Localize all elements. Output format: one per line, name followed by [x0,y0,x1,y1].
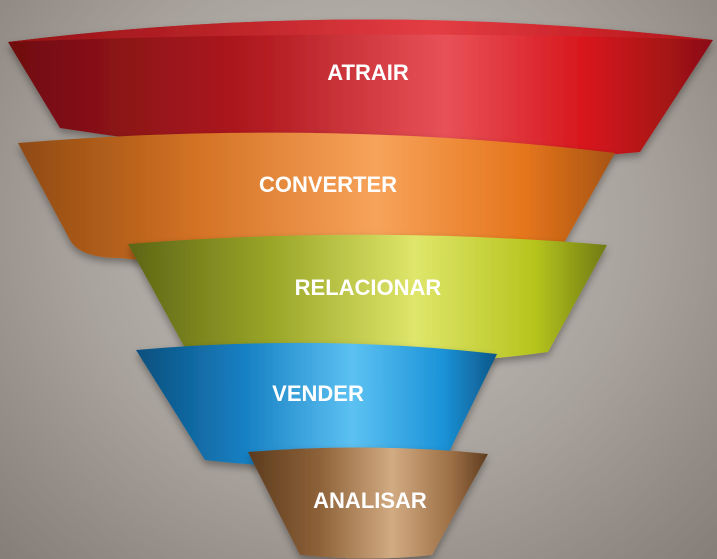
stage-label-relacionar: RELACIONAR [295,275,442,300]
funnel-stage-vender [136,342,497,467]
stage-atrair-band [8,19,713,161]
funnel-stage-atrair [8,19,713,161]
stage-label-converter: CONVERTER [259,172,397,197]
stage-relacionar-band [128,234,607,365]
funnel-stage-relacionar [128,234,607,365]
stage-converter-band [18,132,615,269]
stage-label-atrair: ATRAIR [327,60,409,85]
funnel-stage-converter [18,132,615,269]
stage-vender-band [136,342,497,467]
funnel-stage-analisar [248,447,488,559]
stage-atrair-rim [8,19,713,42]
stage-label-vender: VENDER [272,381,364,406]
stage-label-analisar: ANALISAR [313,488,427,513]
stage-analisar-band [248,447,488,559]
